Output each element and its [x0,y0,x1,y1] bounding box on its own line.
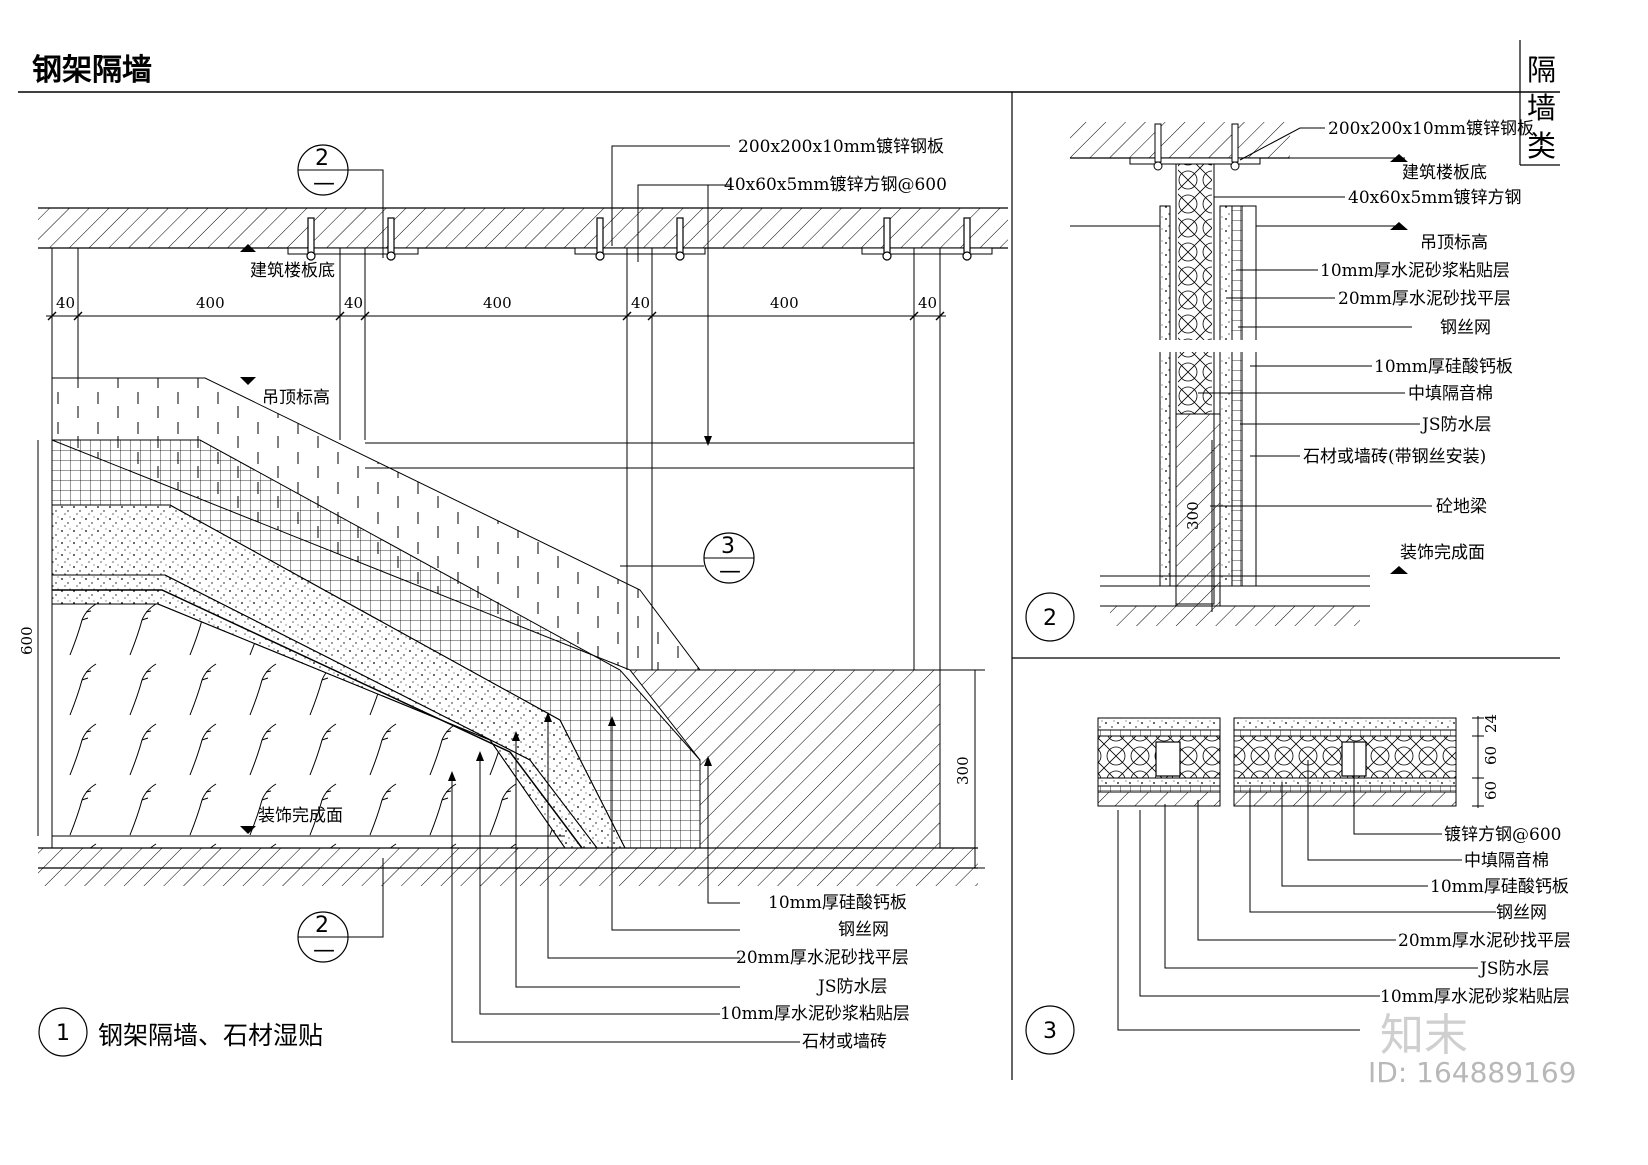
detail-1-number: 1 [56,1021,70,1046]
d2-label-ground-beam: 砼地梁 [1436,497,1487,517]
d2-label-floor-soffit: 建筑楼板底 [1402,163,1487,183]
d3-dim-24: 24 [1482,714,1500,733]
category-char-3: 类 [1527,129,1556,163]
dim-h-3: 40 [344,294,363,312]
d1-label-steel-mesh: 钢丝网 [838,920,889,940]
d3-label-silicate-board: 10mm厚硅酸钙板 [1430,877,1569,897]
d3-label-steel-mesh: 钢丝网 [1496,903,1547,923]
section-ref-3-sub: — [719,559,741,584]
d2-label-adhesive: 10mm厚水泥砂浆粘贴层 [1320,261,1510,281]
category-char-2: 墙 [1527,91,1556,125]
d2-label-square-steel: 40x60x5mm镀锌方钢 [1348,188,1522,208]
d1-label-finish-face: 装饰完成面 [258,806,343,826]
d3-label-adhesive: 10mm厚水泥砂浆粘贴层 [1380,987,1570,1007]
detail-3-drawing: 24 60 60 [1097,714,1500,1031]
d3-label-js-waterproof: JS防水层 [1478,959,1549,979]
d1-label-stone: 石材或墙砖 [802,1032,887,1052]
d1-label-leveling: 20mm厚水泥砂找平层 [736,948,909,968]
d1-label-js-waterproof: JS防水层 [816,977,887,997]
d2-label-js-waterproof: JS防水层 [1420,415,1491,435]
detail-1-drawing: 40 400 40 400 40 400 40 600 30 [18,145,1008,886]
section-ref-3[interactable]: 3 — [620,532,755,584]
section-ref-2-bottom-num: 2 [315,913,329,938]
d3-label-leveling: 20mm厚水泥砂找平层 [1398,931,1571,951]
watermark-id: ID: 164889169 [1368,1056,1576,1089]
d1-label-silicate-board: 10mm厚硅酸钙板 [768,893,907,913]
d3-label-insulation: 中填隔音棉 [1464,851,1549,871]
section-ref-2-bottom[interactable]: 2 — [297,858,384,963]
d1-label-steel-plate: 200x200x10mm镀锌钢板 [738,137,944,157]
section-ref-2-bottom-sub: — [313,938,335,963]
detail-1-caption: 钢架隔墙、石材湿贴 [98,1021,323,1050]
detail-3-number: 3 [1043,1019,1057,1044]
d2-label-ceiling-level: 吊顶标高 [1420,233,1488,253]
d2-label-steel-plate: 200x200x10mm镀锌钢板 [1328,119,1534,139]
section-ref-2-top-sub: — [313,171,335,196]
d2-label-stone: 石材或墙砖(带钢丝安装) [1303,447,1486,467]
section-ref-2-top-num: 2 [315,146,329,171]
dim-h-5: 40 [631,294,650,312]
dim-v-300: 300 [954,756,972,785]
dim-h-6: 400 [770,294,799,312]
section-ref-3-num: 3 [721,534,735,559]
d1-label-ceiling-level: 吊顶标高 [262,388,330,408]
detail-2-tag: 2 [1025,592,1075,642]
section-ref-2-top[interactable]: 2 — [297,144,384,258]
d1-label-adhesive: 10mm厚水泥砂浆粘贴层 [720,1004,910,1024]
dim-h-7: 40 [918,294,937,312]
d2-label-finish-face: 装饰完成面 [1400,543,1485,563]
dim-h-2: 400 [196,294,225,312]
d2-label-steel-mesh: 钢丝网 [1440,318,1491,338]
d2-label-insulation: 中填隔音棉 [1408,384,1493,404]
category-char-1: 隔 [1527,53,1556,87]
d3-label-square-steel: 镀锌方钢@600 [1444,825,1561,845]
detail-3-tag: 3 [1025,1005,1075,1055]
d3-dim-60a: 60 [1482,746,1500,765]
dim-h-4: 400 [483,294,512,312]
d2-dim-300: 300 [1184,501,1202,530]
detail-1-tag: 1 [38,1007,88,1057]
d1-label-square-steel: 40x60x5mm镀锌方钢@600 [724,175,947,195]
d2-label-leveling: 20mm厚水泥砂找平层 [1338,289,1511,309]
sheet-title: 钢架隔墙 [32,53,152,88]
d2-label-silicate-board: 10mm厚硅酸钙板 [1374,357,1513,377]
watermark-brand: 知末 [1380,1010,1468,1061]
dim-h-1: 40 [56,294,75,312]
detail-2-drawing: 300 [1070,122,1432,626]
d3-dim-60b: 60 [1482,781,1500,800]
dim-v-600: 600 [18,626,36,655]
d1-label-floor-soffit: 建筑楼板底 [250,261,335,281]
detail-2-number: 2 [1043,606,1057,631]
